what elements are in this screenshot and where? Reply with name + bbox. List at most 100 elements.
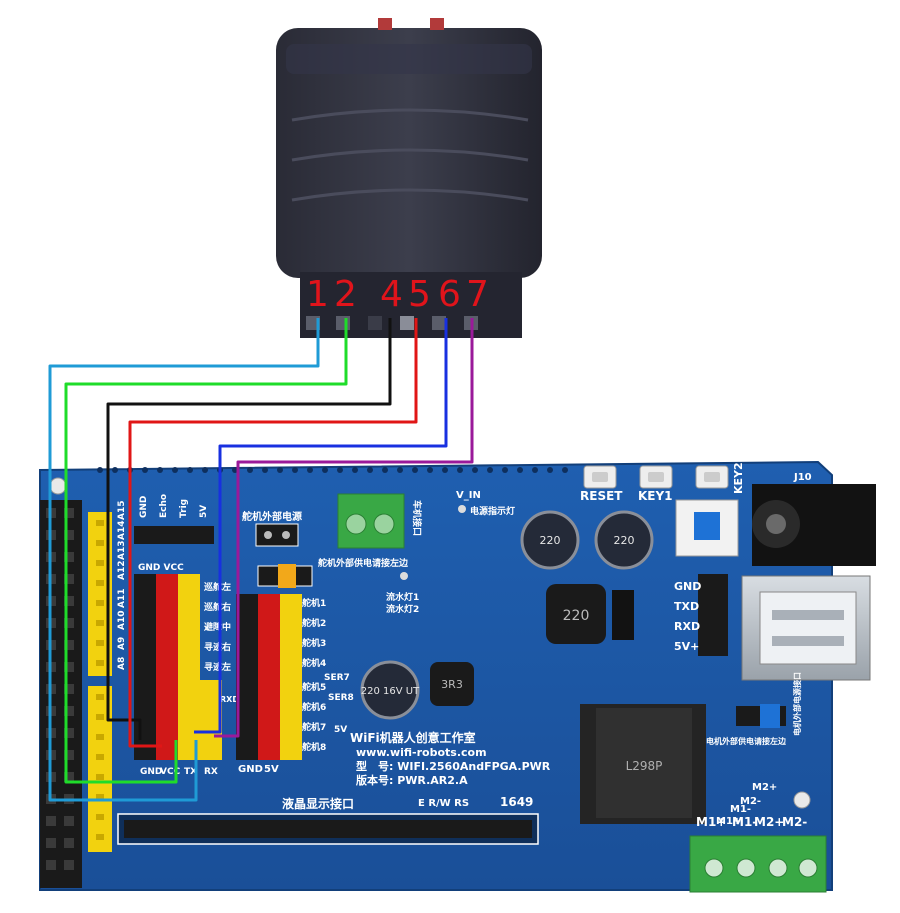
svg-text:RX: RX (204, 767, 218, 777)
svg-text:220: 220 (563, 608, 590, 624)
motor-driver-chip: L298P (580, 704, 706, 824)
servo-power-block: 舵机外部电源 舵机外部供电请接左边 (242, 510, 409, 588)
svg-text:RESET: RESET (580, 489, 623, 503)
svg-text:A15: A15 (117, 501, 127, 521)
wire-pin-1 (48, 318, 320, 802)
svg-text:TXD: TXD (674, 600, 699, 613)
svg-text:SER8: SER8 (328, 693, 354, 703)
pin-number-6: 6 (438, 274, 461, 315)
svg-text:电机外部电源接口: 电机外部电源接口 (792, 672, 802, 736)
svg-text:Echo: Echo (159, 494, 169, 518)
flow-led (400, 572, 408, 580)
inductor-large: 220 (546, 584, 606, 644)
svg-text:液晶显示接口: 液晶显示接口 (282, 796, 354, 811)
svg-text:GND: GND (139, 496, 149, 518)
svg-text:5V: 5V (264, 764, 279, 775)
reset-button[interactable]: RESET (580, 465, 623, 503)
ultrasonic-header: GND Echo Trig 5V (134, 494, 214, 544)
svg-text:A12: A12 (117, 561, 127, 581)
motor-terminal-top: 车机接口 (337, 493, 423, 549)
wire-pin-7 (214, 318, 474, 738)
diode (612, 590, 634, 640)
svg-text:舵机8: 舵机8 (302, 741, 326, 753)
svg-text:流水灯2: 流水灯2 (386, 603, 419, 615)
svg-text:M2+: M2+ (752, 782, 777, 793)
dc-jack: J10 (752, 472, 876, 566)
svg-text:A11: A11 (117, 589, 127, 609)
mount-hole (793, 791, 811, 809)
svg-text:M2-: M2- (740, 796, 761, 807)
wires (48, 318, 474, 802)
mount-hole (49, 477, 67, 495)
pin-number-7: 7 (466, 274, 489, 315)
svg-text:VCC: VCC (160, 767, 181, 777)
svg-text:M1+: M1+ (716, 816, 741, 827)
wire-pin-6 (194, 318, 448, 734)
svg-text:Trig: Trig (179, 499, 189, 518)
svg-text:A10: A10 (117, 611, 127, 631)
svg-text:电机外部供电请接左边: 电机外部供电请接左边 (706, 736, 787, 746)
capacitor-3: 220 16V UT (360, 660, 420, 720)
usb-port (741, 575, 871, 681)
svg-text:1649: 1649 (500, 795, 533, 809)
capacitor-1: 220 (520, 510, 580, 570)
svg-text:GND: GND (140, 767, 162, 777)
svg-text:A9: A9 (117, 637, 127, 650)
wire-pin-5 (128, 318, 418, 748)
svg-text:寻迹右: 寻迹右 (204, 641, 231, 653)
svg-text:5V: 5V (334, 725, 347, 735)
pin-number-4: 4 (380, 274, 403, 315)
key1-button[interactable]: KEY1 (638, 465, 673, 503)
connector-tab-left (378, 18, 392, 30)
sensor-headers: GND VCC 巡舵左 巡舵右 避障中 寻迹右 寻迹左 RXD GND VCC … (134, 563, 239, 777)
analog-labels: A15 A14 A13 A12 A11 A10 A9 A8 (117, 501, 127, 671)
svg-text:RXD: RXD (674, 620, 700, 633)
lcd-interface: 液晶显示接口 E R/W RS 1649 (117, 795, 539, 845)
controller-board: A15 A14 A13 A12 A11 A10 A9 A8 GND Echo T… (39, 460, 876, 893)
svg-text:A13: A13 (117, 541, 127, 561)
svg-text:舵机外部电源: 舵机外部电源 (242, 510, 302, 523)
uart-header: GND TXD RXD 5V+ (674, 574, 728, 656)
servo-jumper-cap (278, 564, 296, 588)
board-info: WiFi机器人创意工作室 www.wifi-robots.com 型 号: WI… (350, 730, 551, 787)
svg-text:舵机1: 舵机1 (302, 597, 326, 609)
svg-text:寻迹左: 寻迹左 (204, 661, 231, 673)
svg-text:舵机6: 舵机6 (302, 701, 326, 713)
svg-text:3R3: 3R3 (441, 678, 463, 691)
svg-text:流水灯1: 流水灯1 (386, 591, 419, 603)
capacitor-2: 220 (594, 510, 654, 570)
wire-pin-2 (64, 318, 348, 784)
svg-text:舵机外部供电请接左边: 舵机外部供电请接左边 (318, 557, 409, 569)
pin-number-1: 1 (306, 274, 329, 315)
svg-text:TX: TX (184, 767, 197, 777)
svg-text:电源指示灯: 电源指示灯 (470, 505, 515, 517)
svg-text:RXD: RXD (220, 695, 239, 704)
motor-terminal-bottom: M1+ M1- M2+ M2- (689, 815, 827, 893)
power-switch[interactable] (675, 499, 739, 557)
key2-button[interactable]: KEY2 (695, 462, 745, 494)
svg-text:避障中: 避障中 (204, 621, 231, 633)
svg-text:GND: GND (238, 764, 263, 775)
servo-headers: 舵机1 舵机2 舵机3 舵机4 舵机5 舵机6 舵机7 舵机8 SER7 SER… (236, 594, 354, 775)
svg-text:GND VCC: GND VCC (138, 563, 184, 573)
svg-text:车机接口: 车机接口 (411, 500, 423, 536)
connector-body (276, 28, 542, 278)
inductor-small: 3R3 (430, 662, 474, 706)
svg-text:WiFi机器人创意工作室: WiFi机器人创意工作室 (350, 730, 476, 745)
svg-text:M1-: M1- (730, 804, 751, 815)
svg-text:220: 220 (540, 534, 561, 547)
svg-text:V_IN: V_IN (456, 490, 481, 501)
svg-text:M2-: M2- (782, 815, 807, 829)
pin-number-5: 5 (408, 274, 431, 315)
svg-text:SER7: SER7 (324, 673, 350, 683)
svg-text:GND: GND (674, 580, 701, 593)
svg-text:舵机2: 舵机2 (302, 617, 326, 629)
svg-text:L298P: L298P (626, 759, 663, 773)
svg-text:5V: 5V (199, 505, 209, 518)
motor-power-jumper: 电机外部供电请接左边 电机外部电源接口 (706, 672, 802, 746)
svg-text:220: 220 (614, 534, 635, 547)
pin-number-labels: 1 2 4 5 6 7 (306, 274, 489, 315)
svg-text:KEY1: KEY1 (638, 489, 673, 503)
